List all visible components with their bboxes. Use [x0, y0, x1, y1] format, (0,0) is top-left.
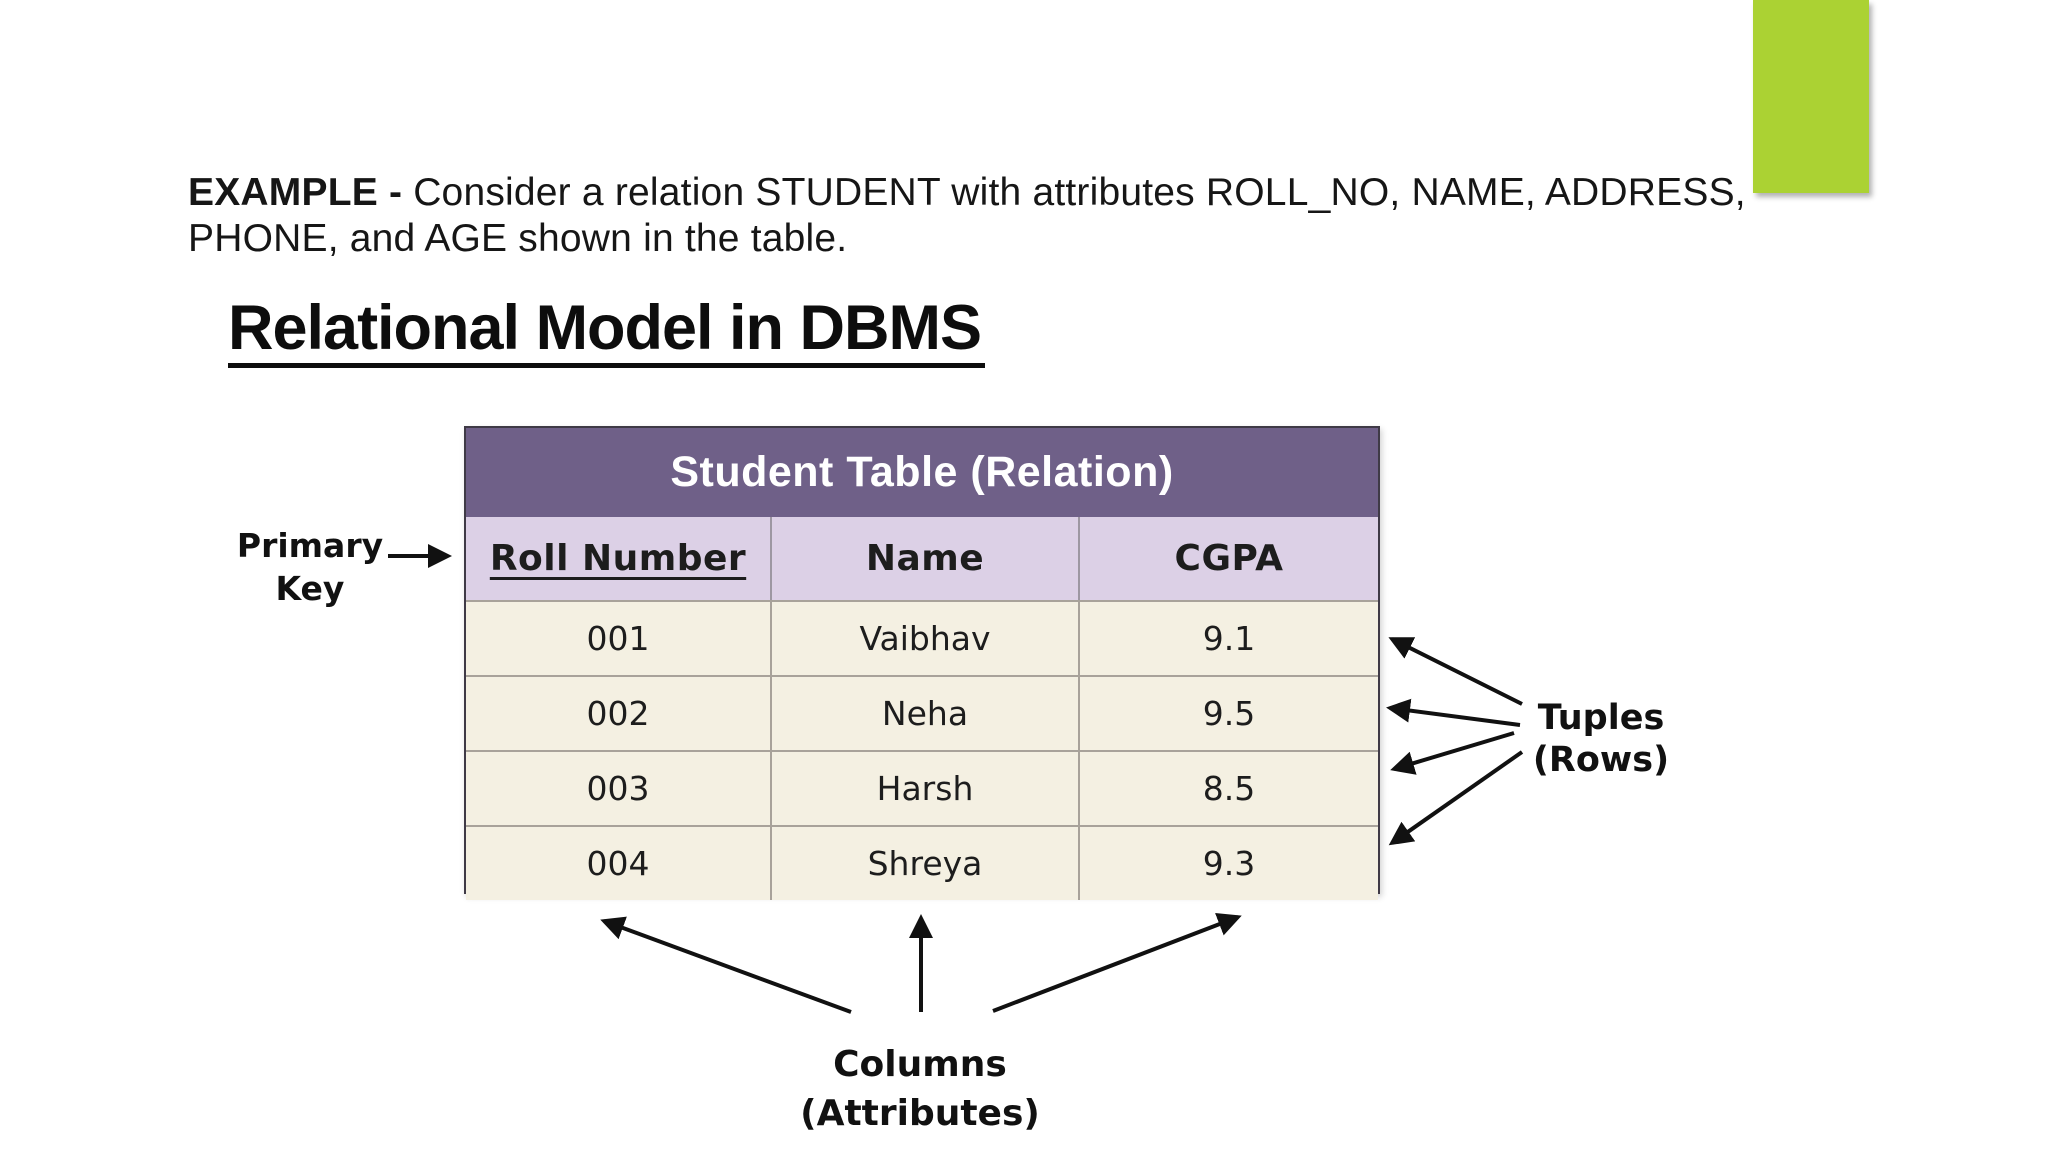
tuples-arrow-row2	[1386, 698, 1521, 727]
columns-arrow-right	[992, 912, 1242, 1013]
cell-cgpa: 9.1	[1078, 602, 1378, 675]
column-header-roll-number-label: Roll Number	[489, 538, 747, 579]
columns-label-line2: (Attributes)	[800, 1093, 1040, 1134]
cell-cgpa: 9.3	[1078, 827, 1378, 900]
table-title: Student Table (Relation)	[466, 428, 1378, 517]
column-header-cgpa: CGPA	[1078, 517, 1378, 600]
tuples-arrow-row4	[1388, 750, 1524, 846]
table-row: 003 Harsh 8.5	[466, 750, 1378, 825]
cell-roll: 003	[586, 769, 650, 808]
cell-roll: 001	[586, 619, 650, 658]
table-header-row: Roll Number Name CGPA	[466, 517, 1378, 600]
primary-key-label-line2: Key	[275, 569, 345, 608]
page-title: Relational Model in DBMS	[228, 297, 986, 368]
column-header-roll-number: Roll Number	[466, 517, 770, 600]
columns-label-line1: Columns	[833, 1044, 1007, 1085]
cell-roll: 002	[586, 694, 650, 733]
example-text-line1: Consider a relation STUDENT with attribu…	[413, 171, 1746, 214]
tuples-arrow-row3	[1390, 731, 1515, 775]
cell-name: Shreya	[770, 827, 1078, 900]
tuples-label-line1: Tuples	[1537, 698, 1665, 738]
primary-key-label-line1: Primary	[236, 526, 384, 565]
tuples-label-line2: (Rows)	[1532, 740, 1670, 780]
cell-cgpa: 9.5	[1078, 677, 1378, 750]
columns-arrow-left	[600, 916, 852, 1014]
columns-label: Columns (Attributes)	[760, 1040, 1080, 1138]
student-table: Student Table (Relation) Roll Number Nam…	[464, 426, 1380, 900]
table-row: 002 Neha 9.5	[466, 675, 1378, 750]
example-paragraph: EXAMPLE - Consider a relation STUDENT wi…	[188, 170, 1788, 262]
tuples-arrow-row1	[1388, 637, 1523, 706]
column-header-name: Name	[770, 517, 1078, 600]
table-row: 004 Shreya 9.3	[466, 825, 1378, 900]
cell-roll: 004	[586, 844, 650, 883]
primary-key-label: Primary Key	[210, 524, 410, 610]
cell-name: Neha	[770, 677, 1078, 750]
green-accent-bar	[1753, 0, 1869, 193]
tuples-label: Tuples (Rows)	[1506, 697, 1696, 781]
example-paragraph-line1: EXAMPLE - Consider a relation STUDENT wi…	[188, 170, 1788, 216]
cell-name: Vaibhav	[770, 602, 1078, 675]
cell-name: Harsh	[770, 752, 1078, 825]
table-row: 001 Vaibhav 9.1	[466, 600, 1378, 675]
cell-cgpa: 8.5	[1078, 752, 1378, 825]
example-paragraph-line2: PHONE, and AGE shown in the table.	[188, 217, 848, 260]
example-label: EXAMPLE -	[188, 171, 414, 214]
